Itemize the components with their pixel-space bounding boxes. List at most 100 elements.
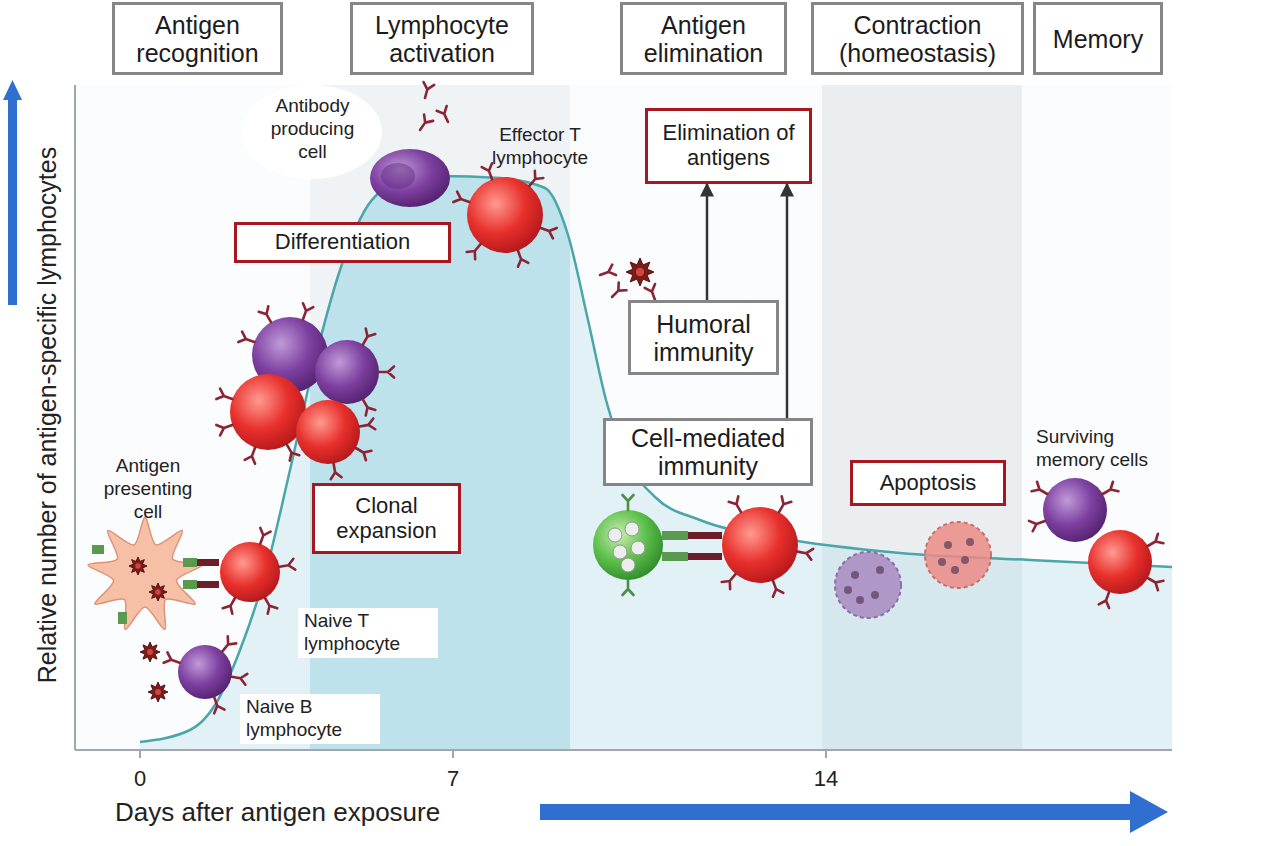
plasma-cell xyxy=(370,149,450,207)
antigen-symbol xyxy=(149,583,167,601)
axis-tick xyxy=(139,750,141,758)
memory-t-cell xyxy=(1088,530,1152,594)
apoptotic-debris xyxy=(856,596,864,604)
receptor-symbol xyxy=(774,496,791,514)
receptor-symbol xyxy=(218,636,236,655)
receptor-complex xyxy=(662,531,688,540)
receptor-symbol xyxy=(608,283,626,301)
memory-b-cell xyxy=(1043,478,1107,542)
box-text: Cell-mediated immunity xyxy=(611,424,805,480)
receptor-symbol xyxy=(259,306,276,324)
t-cell xyxy=(230,374,306,450)
receptor-symbol xyxy=(623,495,634,510)
box-text: Clonal expansion xyxy=(320,494,453,543)
receptor-complex xyxy=(688,553,722,560)
box-text: Memory xyxy=(1053,25,1143,53)
apoptotic-debris xyxy=(876,566,884,574)
apoptotic-debris xyxy=(851,571,859,579)
apoptotic-cell xyxy=(835,552,901,618)
receptor-symbol xyxy=(209,695,224,713)
receptor-symbol xyxy=(359,418,376,431)
receptor-symbol xyxy=(223,595,240,613)
apoptotic-debris xyxy=(944,541,952,549)
process-box: Differentiation xyxy=(234,222,451,263)
box-text: Apoptosis xyxy=(880,471,977,496)
apoptotic-debris xyxy=(966,538,974,546)
antigen-presenting-cell xyxy=(88,517,202,630)
receptor-symbol xyxy=(420,82,435,99)
virus-particle xyxy=(621,558,635,572)
apoptotic-debris xyxy=(871,591,879,599)
axis-title: Days after antigen exposure xyxy=(115,797,535,828)
antigen-symbol xyxy=(140,642,160,662)
receptor-symbol xyxy=(358,397,375,415)
antigen-core xyxy=(636,268,644,276)
receptor-symbol xyxy=(729,496,746,514)
process-box: Apoptosis xyxy=(850,460,1006,506)
receptor-symbol xyxy=(255,528,270,546)
receptor-symbol xyxy=(623,580,634,595)
axis-tick xyxy=(452,750,454,758)
receptor-symbol xyxy=(238,332,256,347)
receptor-symbol xyxy=(260,595,277,613)
b-cell xyxy=(315,340,379,404)
receptor-symbol xyxy=(415,115,433,134)
receptor-complex xyxy=(688,532,722,539)
box-text: Antigen elimination xyxy=(628,11,779,67)
connector-arrow xyxy=(706,184,709,300)
process-box: Clonal expansion xyxy=(312,483,461,554)
t-cell xyxy=(296,400,360,464)
tick-label: 7 xyxy=(433,766,473,792)
receptor-symbol xyxy=(539,223,557,238)
receptor-symbol xyxy=(353,443,371,460)
antigen-core xyxy=(155,589,160,594)
receptor-symbol xyxy=(216,420,234,435)
apoptotic-debris xyxy=(938,558,946,566)
cell-label: Antibody producing cell xyxy=(260,95,365,163)
receptor-complex xyxy=(183,558,197,567)
receptor-symbol xyxy=(1032,482,1050,499)
plot-background xyxy=(75,85,1172,750)
box-text: Antigen recognition xyxy=(120,11,275,67)
box-text: Contraction (homeostasis) xyxy=(819,11,1016,67)
receptor-symbol xyxy=(437,106,453,124)
receptor-symbol xyxy=(722,571,740,590)
phase-header: Antigen recognition xyxy=(112,2,283,75)
receptor-symbol xyxy=(1145,573,1163,590)
box-text: Differentiation xyxy=(275,230,410,255)
receptor-symbol xyxy=(298,303,313,321)
cell-label: Naive B lymphocyte xyxy=(240,694,380,744)
apoptotic-debris xyxy=(844,586,852,594)
box-text: Humoral immunity xyxy=(636,310,771,366)
tick-label: 0 xyxy=(120,766,160,792)
receptor-symbol xyxy=(768,579,783,597)
receptor-symbol xyxy=(467,241,485,260)
axis-title: Relative number of antigen-specific lymp… xyxy=(32,55,64,775)
virus-particle xyxy=(608,528,622,542)
receptor-symbol xyxy=(379,367,394,378)
axis-arrow xyxy=(3,80,22,100)
receptor-symbol xyxy=(1145,534,1163,551)
t-cell xyxy=(722,507,798,583)
virus-particle xyxy=(625,522,639,536)
immunity-box: Humoral immunity xyxy=(628,300,779,375)
phase-header: Contraction (homeostasis) xyxy=(811,2,1024,75)
receptor-symbol xyxy=(513,249,528,267)
antigen-core xyxy=(155,689,161,695)
antigen-symbol xyxy=(148,682,168,702)
antigen-symbol xyxy=(129,557,147,575)
cell-nucleus xyxy=(381,163,415,189)
box-text: Lymphocyte activation xyxy=(358,11,526,67)
receptor-symbol xyxy=(282,442,299,460)
axis-tick xyxy=(825,750,827,758)
label-cloud xyxy=(242,85,382,179)
receptor-complex xyxy=(197,581,219,588)
apoptotic-cell xyxy=(925,522,991,588)
x-axis xyxy=(75,749,1172,751)
curve-area xyxy=(310,176,570,750)
receptor-symbol xyxy=(164,652,182,667)
cell-label: Surviving memory cells xyxy=(1036,426,1161,472)
antigen-core xyxy=(135,563,140,568)
